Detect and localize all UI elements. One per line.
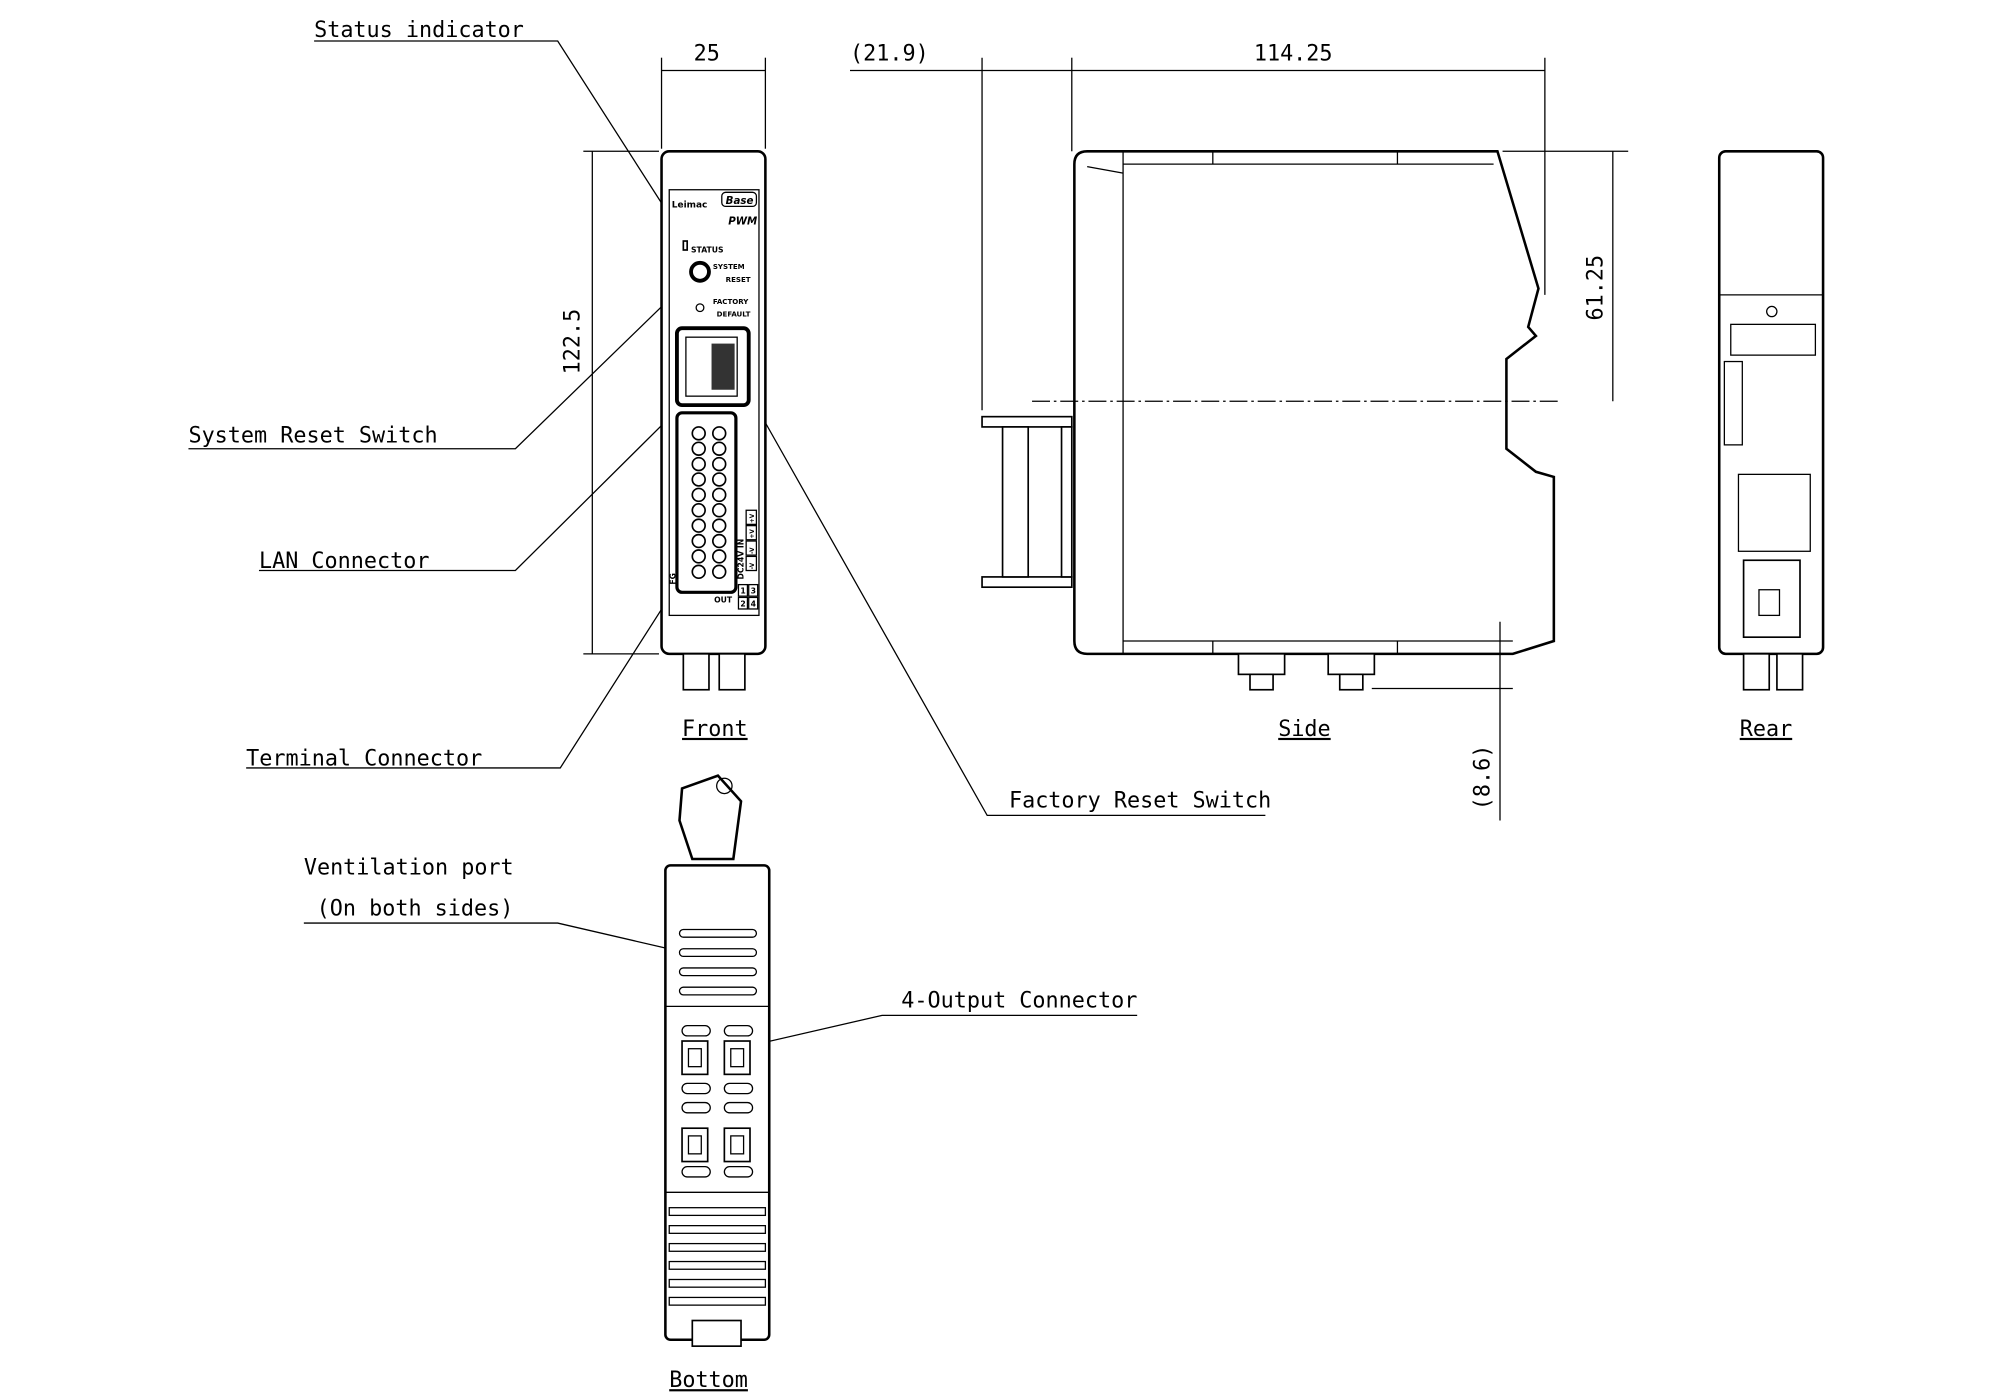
vent-slot bbox=[678, 928, 758, 938]
side-view: (21.9) 114.25 61.25 (8.6) Side bbox=[850, 41, 1629, 821]
callout-ventilation: Ventilation port (On both sides) bbox=[303, 855, 680, 952]
terminal-hole bbox=[711, 472, 727, 487]
vent-slot bbox=[678, 948, 758, 958]
vent-slot bbox=[668, 1296, 767, 1306]
vent-slot bbox=[678, 986, 758, 996]
factory-reset-label: Factory Reset Switch bbox=[1009, 789, 1271, 814]
model-logo: PWM bbox=[728, 215, 757, 227]
output-connector[interactable] bbox=[723, 1127, 751, 1163]
output-connector-label: 4-Output Connector bbox=[901, 989, 1137, 1014]
lan-connector-label: LAN Connector bbox=[259, 549, 429, 574]
vent-slot bbox=[668, 1225, 767, 1234]
front-view: 25 122.5 Leimac Base PWM STATUS SYSTEM R… bbox=[560, 41, 767, 742]
rear-caption: Rear bbox=[1740, 717, 1792, 742]
terminal-hole bbox=[711, 564, 727, 580]
factory-text: FACTORY bbox=[713, 297, 749, 306]
dim-width: 25 bbox=[694, 41, 720, 66]
output-connector[interactable] bbox=[681, 1127, 709, 1163]
terminal-hole bbox=[691, 472, 706, 487]
side-caption: Side bbox=[1278, 717, 1330, 742]
dim-center: 61.25 bbox=[1584, 255, 1609, 321]
callout-factory-reset: Factory Reset Switch bbox=[702, 311, 1271, 817]
callout-terminal: Terminal Connector bbox=[246, 586, 677, 771]
terminal-hole bbox=[711, 441, 727, 456]
terminal-block[interactable] bbox=[675, 411, 738, 594]
system-text: SYSTEM bbox=[713, 262, 745, 271]
vent-slot bbox=[668, 1260, 767, 1270]
terminal-hole bbox=[691, 564, 706, 580]
side-terminal-block bbox=[981, 415, 1073, 589]
terminal-connector-label: Terminal Connector bbox=[246, 746, 482, 771]
out-text: OUT bbox=[714, 596, 733, 605]
default-text: DEFAULT bbox=[717, 310, 751, 319]
reset-text: RESET bbox=[726, 275, 751, 284]
terminal-hole bbox=[711, 456, 727, 472]
out-number: 3 bbox=[751, 587, 756, 596]
ventilation-label: Ventilation port bbox=[304, 855, 514, 880]
dim-offset: (21.9) bbox=[850, 41, 929, 66]
callout-system-reset: System Reset Switch bbox=[188, 272, 697, 450]
system-reset-label: System Reset Switch bbox=[188, 423, 437, 448]
callout-lan: LAN Connector bbox=[258, 407, 680, 574]
terminal-hole bbox=[691, 533, 706, 549]
terminal-hole bbox=[711, 533, 727, 549]
status-led-icon bbox=[682, 240, 689, 251]
output-connector[interactable] bbox=[723, 1040, 751, 1076]
pin-label: +V bbox=[750, 529, 756, 539]
out-number: 1 bbox=[740, 587, 745, 596]
ventilation-note: (On both sides) bbox=[317, 896, 514, 921]
terminal-hole bbox=[691, 441, 706, 456]
power-in-text: DC24V IN bbox=[737, 539, 746, 580]
front-caption: Front bbox=[682, 717, 748, 742]
vent-slot bbox=[678, 967, 758, 977]
factory-reset-button[interactable] bbox=[695, 303, 705, 313]
terminal-hole bbox=[691, 456, 706, 472]
status-text: STATUS bbox=[691, 246, 724, 255]
series-logo: Base bbox=[726, 195, 754, 207]
terminal-hole bbox=[691, 426, 706, 441]
callout-status-indicator: Status indicator bbox=[314, 18, 687, 242]
dim-depth: 114.25 bbox=[1254, 41, 1333, 66]
vent-slot bbox=[668, 1278, 767, 1288]
out-number: 4 bbox=[751, 599, 756, 608]
system-reset-button[interactable] bbox=[689, 260, 711, 283]
dim-height: 122.5 bbox=[560, 309, 585, 375]
terminal-hole bbox=[711, 487, 727, 503]
terminal-hole bbox=[711, 518, 727, 533]
vent-slot bbox=[668, 1207, 767, 1217]
terminal-hole bbox=[711, 503, 727, 518]
bottom-caption: Bottom bbox=[669, 1368, 748, 1393]
status-indicator-label: Status indicator bbox=[314, 18, 524, 43]
terminal-hole bbox=[691, 487, 706, 503]
rear-view: Rear bbox=[1717, 150, 1825, 742]
vent-slot bbox=[668, 1242, 767, 1252]
lan-port[interactable] bbox=[675, 326, 751, 408]
pin-label: -V bbox=[750, 547, 756, 554]
output-connector[interactable] bbox=[681, 1040, 709, 1076]
terminal-hole bbox=[691, 518, 706, 533]
dim-foot: (8.6) bbox=[1471, 745, 1496, 811]
out-number: 2 bbox=[740, 599, 745, 608]
terminal-hole bbox=[691, 549, 706, 564]
callout-output: 4-Output Connector bbox=[753, 989, 1137, 1046]
pin-label: +V bbox=[750, 513, 756, 523]
terminal-hole bbox=[691, 503, 706, 518]
fg-text: FG bbox=[669, 573, 678, 585]
terminal-hole bbox=[711, 426, 727, 441]
pin-label: -V bbox=[750, 562, 756, 569]
brand-logo: Leimac bbox=[672, 201, 708, 211]
bottom-view: Bottom bbox=[664, 774, 771, 1393]
terminal-hole bbox=[711, 549, 727, 564]
